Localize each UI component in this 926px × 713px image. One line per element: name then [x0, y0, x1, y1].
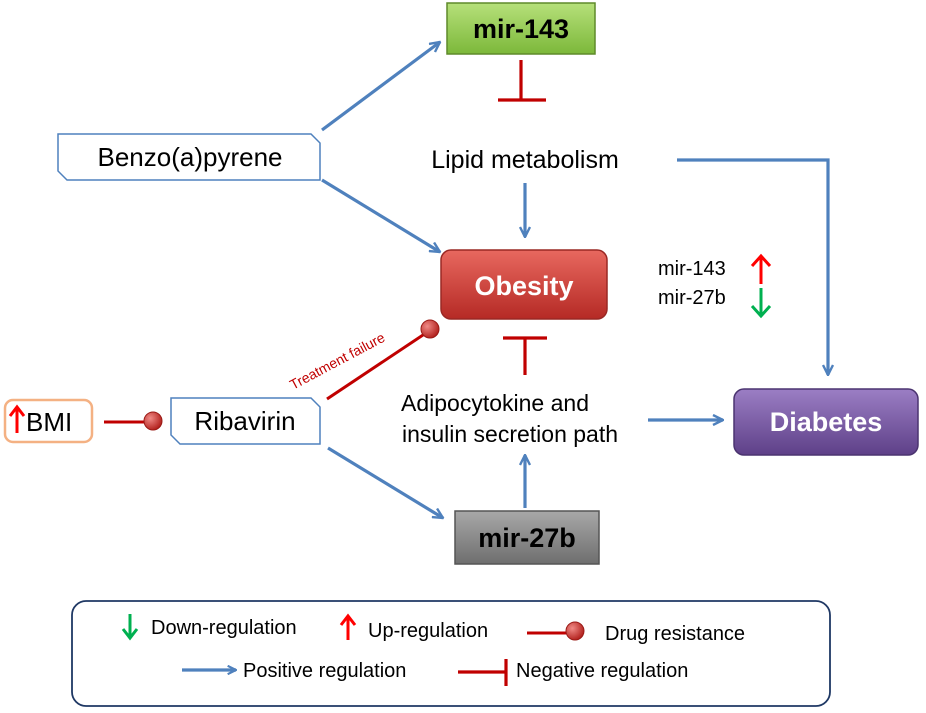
- legend-down-arrow-icon: [121, 614, 139, 641]
- diabetes-label: Diabetes: [770, 407, 883, 437]
- benzo-a-pyrene-label: Benzo(a)pyrene: [98, 142, 283, 172]
- arrow-benzo-to-mir143: [321, 42, 440, 132]
- down-arrow-icon: [750, 288, 772, 319]
- up-arrow-icon: [8, 404, 26, 433]
- node-mir-27b: mir-27b: [454, 510, 600, 565]
- legend-up-arrow-icon: [339, 613, 357, 640]
- inhibit-adipo-to-obesity: [503, 336, 547, 375]
- legend-positive-regulation: Positive regulation: [243, 660, 406, 682]
- legend-up-regulation: Up-regulation: [368, 620, 488, 642]
- node-adipocytokine-insulin: Adipocytokine and insulin secretion path: [401, 390, 618, 447]
- legend-drug-resistance: Drug resistance: [605, 623, 745, 645]
- side-note-mir-143: mir-143: [658, 258, 726, 280]
- legend-box: [71, 600, 831, 707]
- obesity-label: Obesity: [474, 271, 573, 301]
- lipid-metabolism-label: Lipid metabolism: [431, 146, 619, 174]
- mir-143-label: mir-143: [473, 14, 569, 44]
- node-mir-143: mir-143: [446, 2, 596, 55]
- node-bmi: BMI: [3, 398, 94, 444]
- inhibit-mir143-to-lipid: [498, 60, 546, 102]
- drug-resistance-ribavirin-to-obesity: [326, 319, 440, 401]
- bmi-label: BMI: [26, 407, 72, 437]
- adipocytokine-label-line2: insulin secretion path: [402, 421, 618, 447]
- treatment-failure-label: Treatment failure: [287, 329, 388, 393]
- side-note-mirna-regulation: mir-143 mir-27b: [658, 253, 772, 319]
- adipocytokine-label-line1: Adipocytokine and: [401, 390, 589, 416]
- side-note-mir-27b: mir-27b: [658, 287, 726, 309]
- arrow-ribavirin-to-mir27b: [327, 446, 443, 518]
- legend-negative-regulation: Negative regulation: [516, 660, 688, 682]
- up-arrow-icon: [750, 253, 772, 284]
- node-ribavirin: Ribavirin: [170, 397, 321, 445]
- node-diabetes: Diabetes: [733, 388, 919, 456]
- arrow-benzo-to-obesity: [321, 178, 440, 252]
- legend-negative-inhibit-icon: [458, 659, 508, 686]
- legend-down-regulation: Down-regulation: [151, 617, 297, 639]
- node-obesity: Obesity: [440, 249, 608, 320]
- node-benzo-a-pyrene: Benzo(a)pyrene: [57, 133, 321, 181]
- ribavirin-label: Ribavirin: [194, 406, 295, 436]
- legend-drug-resistance-icon: [527, 621, 585, 641]
- arrow-lipid-to-diabetes: [677, 158, 828, 375]
- drug-resistance-bmi-to-ribavirin: [104, 411, 163, 431]
- legend: Down-regulation Up-regulation Drug resis…: [71, 600, 831, 707]
- mir-27b-label: mir-27b: [478, 523, 576, 553]
